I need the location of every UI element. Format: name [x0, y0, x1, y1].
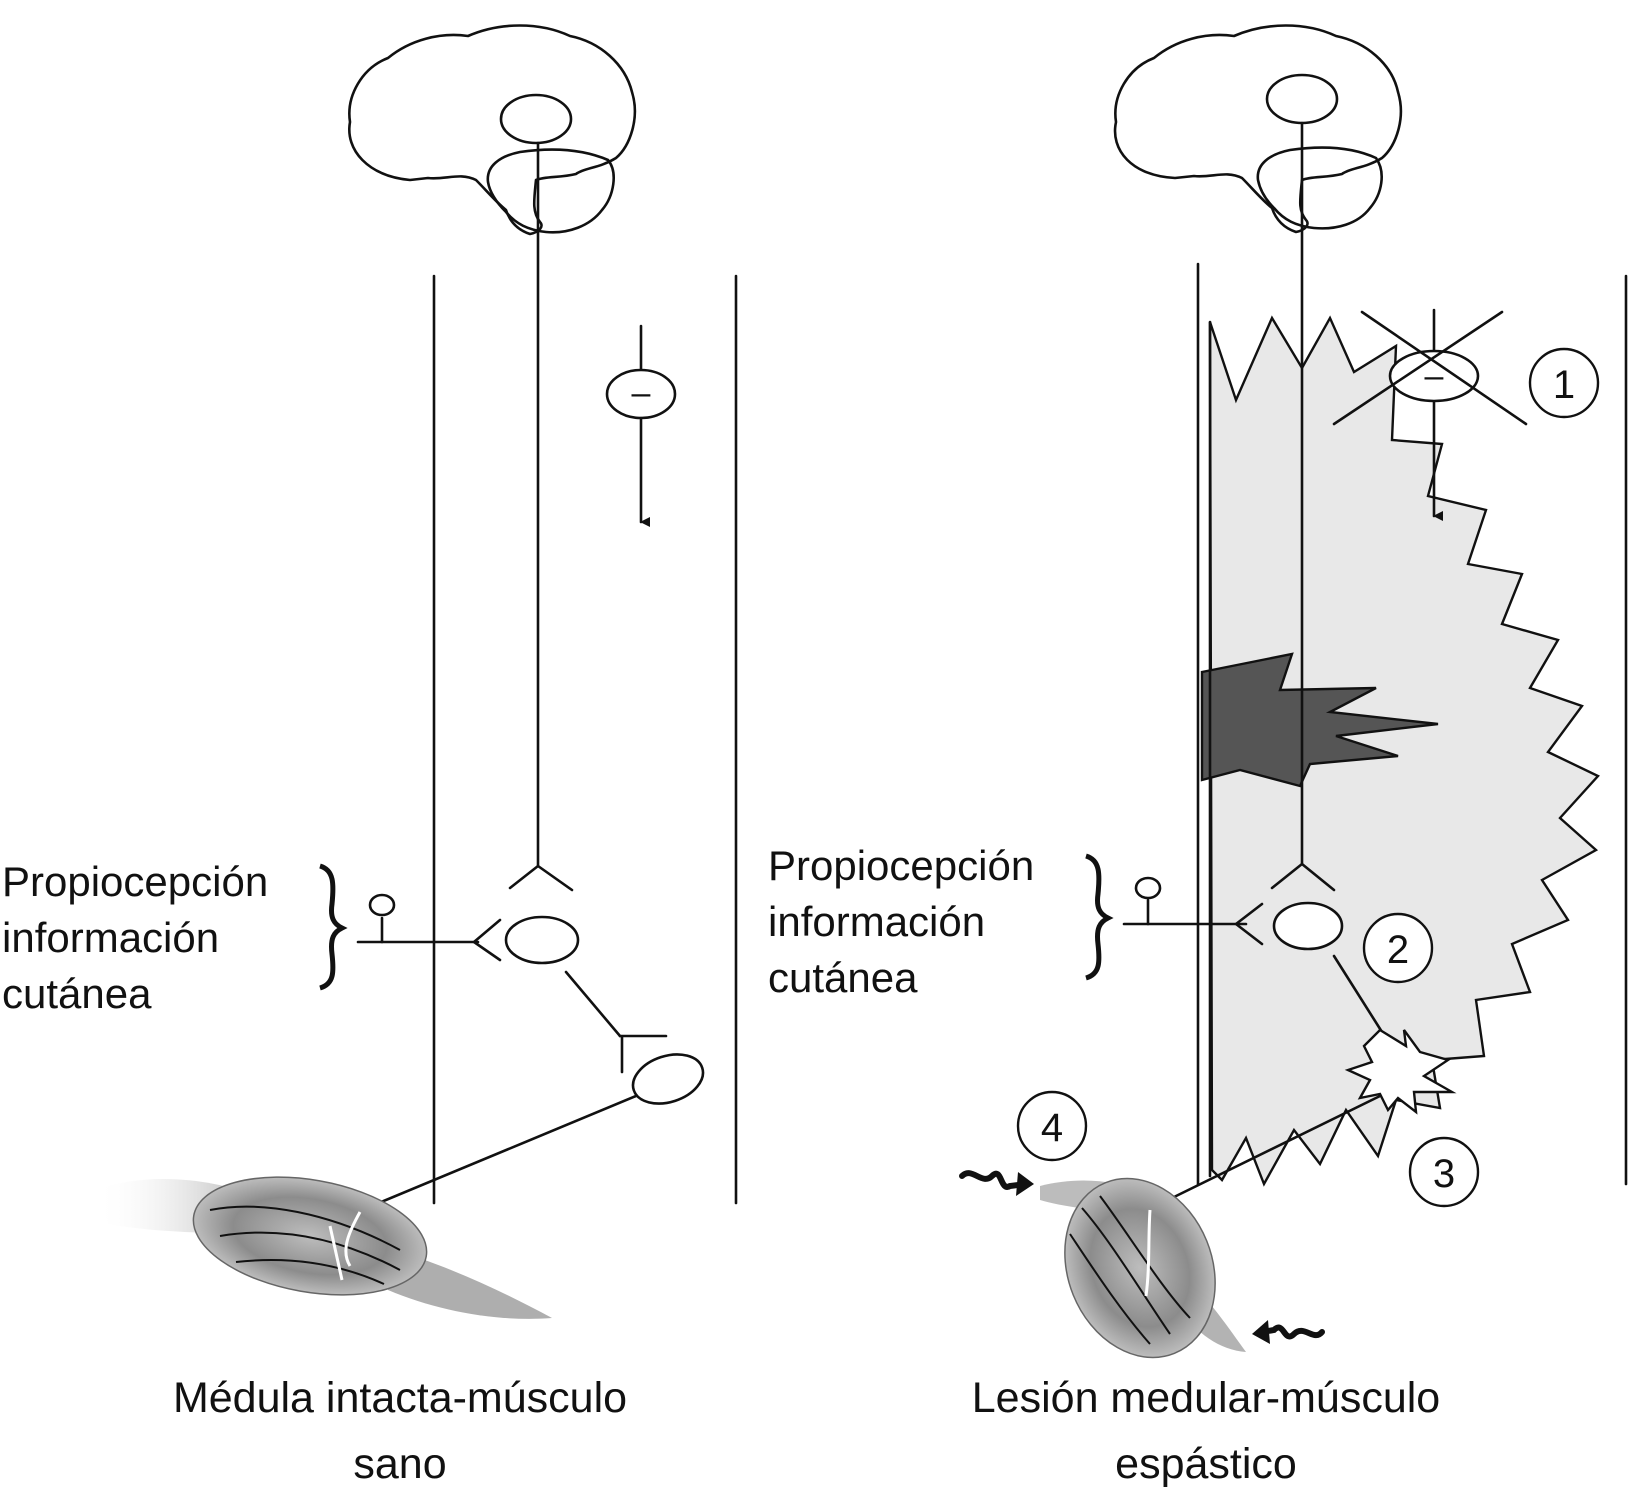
inhibition-symbol: – [632, 374, 651, 412]
svg-text:cutánea: cutánea [2, 970, 152, 1017]
inhibitory-interneuron-lost: – [1332, 308, 1528, 521]
interneuron-axon [1332, 954, 1384, 1034]
svg-text:1: 1 [1553, 363, 1575, 407]
synapse-terminal [1270, 862, 1336, 892]
svg-text:información: información [2, 914, 219, 961]
caption-line-1: Médula intacta-músculo [173, 1374, 627, 1422]
sensory-input-label: Propiocepción información cutánea [2, 858, 348, 1017]
spark-icon [1344, 1028, 1457, 1115]
interneuron [504, 915, 580, 965]
svg-text:Propiocepción: Propiocepción [2, 858, 268, 905]
marker-4: 4 [1016, 1090, 1088, 1162]
brain-icon [1113, 24, 1403, 234]
brace-icon [319, 863, 348, 991]
brace-icon [1085, 853, 1114, 981]
svg-text:cutánea: cutánea [768, 954, 918, 1001]
spasm-squiggle-icon [959, 1170, 1034, 1196]
sensory-receptor-icon [1134, 876, 1162, 926]
lesion-core [1200, 652, 1439, 788]
synapse-terminal [508, 864, 574, 892]
muscle-icon [1040, 1177, 1246, 1359]
svg-text:2: 2 [1387, 928, 1409, 972]
svg-text:Propiocepción: Propiocepción [768, 842, 1034, 889]
svg-text:información: información [768, 898, 985, 945]
panel-injured-cord: – [768, 24, 1628, 1488]
afferent-terminal [472, 918, 502, 962]
marker-3: 3 [1408, 1136, 1480, 1208]
interneuron-axon [564, 970, 622, 1038]
motor-axon [360, 1094, 638, 1212]
svg-text:4: 4 [1041, 1106, 1063, 1150]
caption-line-2: espástico [1115, 1440, 1297, 1488]
caption-line-2: sano [353, 1440, 446, 1488]
interneuron [1272, 901, 1344, 951]
afferent-terminal [1234, 902, 1264, 946]
inhibition-symbol: – [1425, 357, 1444, 395]
svg-text:3: 3 [1433, 1152, 1455, 1196]
muscle-icon [96, 1176, 552, 1319]
spasm-squiggle-icon [1252, 1320, 1325, 1344]
sensory-receptor-icon [368, 893, 396, 944]
cross-out-icon [1332, 310, 1528, 426]
marker-2: 2 [1362, 912, 1434, 984]
motor-axon [1170, 1094, 1382, 1200]
motoneuron-synapse [618, 1034, 668, 1074]
sensory-input-label: Propiocepción información cutánea [768, 842, 1114, 1001]
panel-intact-cord: – Propiocepción información cutánea [2, 24, 738, 1488]
caption-line-1: Lesión medular-músculo [972, 1374, 1440, 1422]
inhibitory-interneuron: – [605, 324, 677, 527]
brain-icon [348, 24, 637, 236]
marker-1: 1 [1528, 347, 1600, 419]
motoneuron [631, 1053, 705, 1105]
